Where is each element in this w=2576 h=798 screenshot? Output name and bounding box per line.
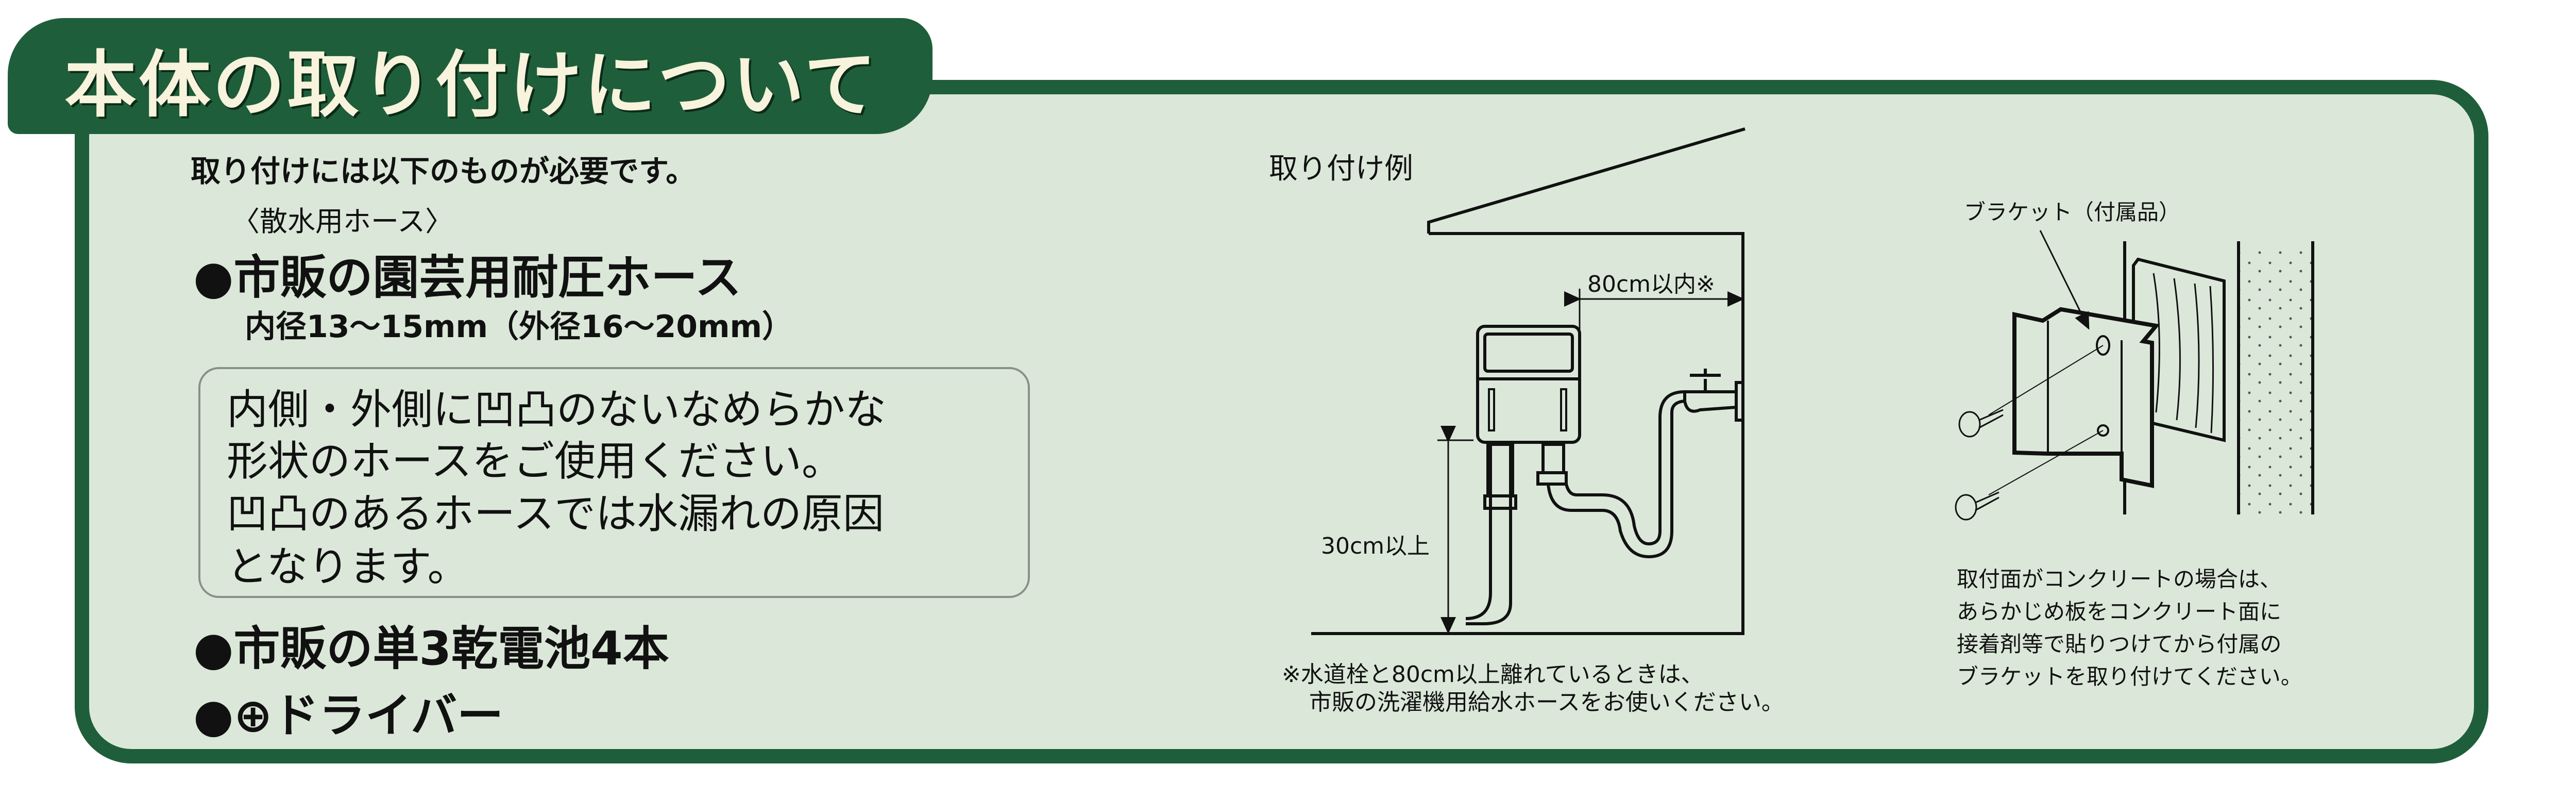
- hose-diameter: 内径13～15mm（外径16～20mm）: [245, 309, 793, 345]
- screw-icon: [1958, 409, 2004, 438]
- title-tab: [8, 18, 933, 134]
- outlet-hose: [1465, 444, 1512, 625]
- bracket-diagram: [1955, 230, 2314, 521]
- caution-line: 内側・外側に凹凸のないなめらかな: [227, 386, 886, 434]
- example-note-line: 市販の洗濯機用給水ホースをお使いください。: [1309, 689, 1784, 716]
- caution-line: となります。: [227, 543, 469, 591]
- faucet-icon: [1683, 369, 1744, 422]
- example-note-line: ※水道栓と80cm以上離れているときは、: [1282, 661, 1704, 688]
- distance-label: 80cm以内※: [1587, 271, 1715, 297]
- section-title: 本体の取り付けについて: [64, 43, 878, 127]
- caution-box: [198, 367, 1030, 598]
- caution-line: 凹凸のあるホースでは水漏れの原因: [227, 490, 884, 538]
- caution-line: 形状のホースをご使用ください。: [227, 437, 843, 485]
- roof-line: [1427, 127, 1745, 234]
- bracket-note-line: 取付面がコンクリートの場合は、: [1957, 567, 2282, 592]
- item-garden-hose: ●市販の園芸用耐圧ホース: [193, 251, 742, 305]
- height-label: 30cm以上: [1321, 533, 1430, 559]
- wall-outline: [1311, 232, 1744, 635]
- installation-example-diagram: [1311, 127, 1745, 635]
- hose-category: 〈散水用ホース〉: [232, 205, 453, 238]
- inlet-hose: [1547, 390, 1685, 559]
- bracket-icon: [2012, 307, 2160, 488]
- item-screwdriver: ●⊕ドライバー: [193, 689, 504, 743]
- requirements-intro: 取り付けには以下のものが必要です。: [191, 154, 696, 189]
- screw-icon: [1955, 491, 1999, 521]
- bracket-note-line: あらかじめ板をコンクリート面に: [1957, 599, 2282, 624]
- timer-device-icon: [1476, 325, 1581, 444]
- bracket-note-line: ブラケットを取り付けてください。: [1957, 664, 2302, 689]
- bracket-label: ブラケット（付属品）: [1964, 200, 2181, 225]
- item-batteries: ●市販の単3乾電池4本: [193, 622, 669, 676]
- example-title: 取り付け例: [1269, 152, 1413, 186]
- bracket-note-line: 接着剤等で貼りつけてから付属の: [1957, 631, 2282, 657]
